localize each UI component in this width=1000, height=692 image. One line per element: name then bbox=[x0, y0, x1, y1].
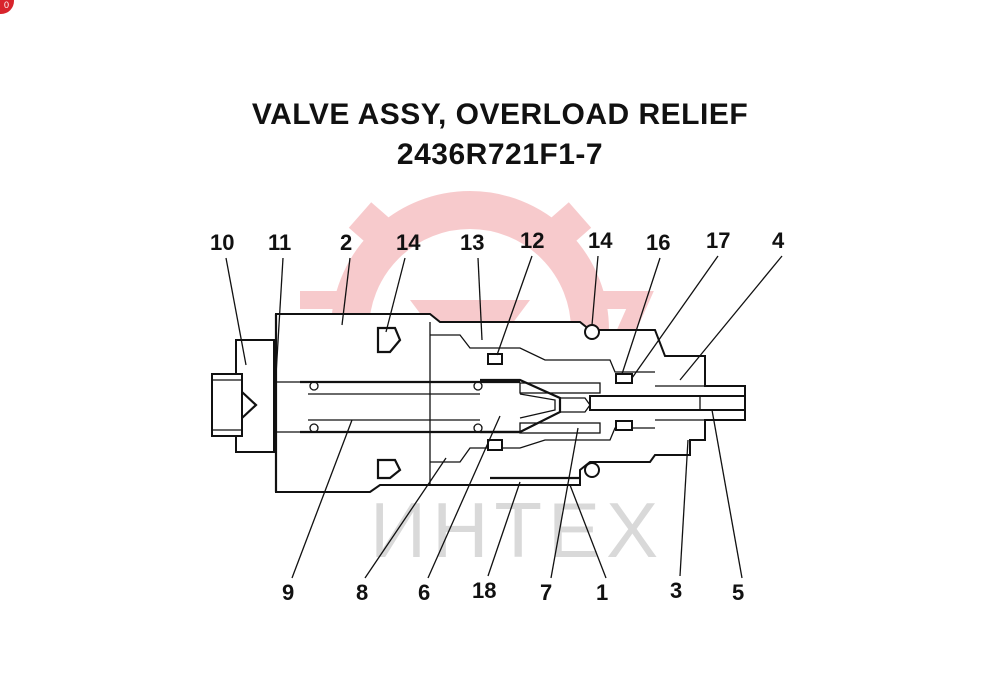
top-callouts: 10 11 2 14 13 12 14 16 17 4 bbox=[210, 228, 785, 255]
callout-14b: 14 bbox=[588, 228, 613, 253]
bottom-callouts: 9 8 6 18 7 1 3 5 bbox=[282, 578, 744, 605]
callout-1: 1 bbox=[596, 580, 608, 605]
callout-4: 4 bbox=[772, 228, 785, 253]
callout-13: 13 bbox=[460, 230, 484, 255]
watermark-text: ИНТЕХ bbox=[370, 486, 664, 574]
part-number: 2436R721F1-7 bbox=[396, 138, 604, 171]
callout-8: 8 bbox=[356, 580, 368, 605]
leader-lines bbox=[225, 255, 783, 579]
diagram-title: VALVE ASSY, OVERLOAD RELIEF bbox=[251, 98, 749, 131]
callout-16: 16 bbox=[646, 230, 670, 255]
callout-10: 10 bbox=[210, 230, 234, 255]
callout-3: 3 bbox=[670, 578, 682, 603]
callout-14a: 14 bbox=[396, 230, 421, 255]
callout-9: 9 bbox=[282, 580, 294, 605]
callout-2: 2 bbox=[340, 230, 352, 255]
callout-18: 18 bbox=[472, 578, 496, 603]
callout-7: 7 bbox=[540, 580, 552, 605]
callout-11: 11 bbox=[268, 230, 291, 255]
callout-6: 6 bbox=[418, 580, 430, 605]
callout-5: 5 bbox=[732, 580, 744, 605]
callout-17: 17 bbox=[706, 228, 730, 253]
callout-12: 12 bbox=[520, 228, 544, 253]
